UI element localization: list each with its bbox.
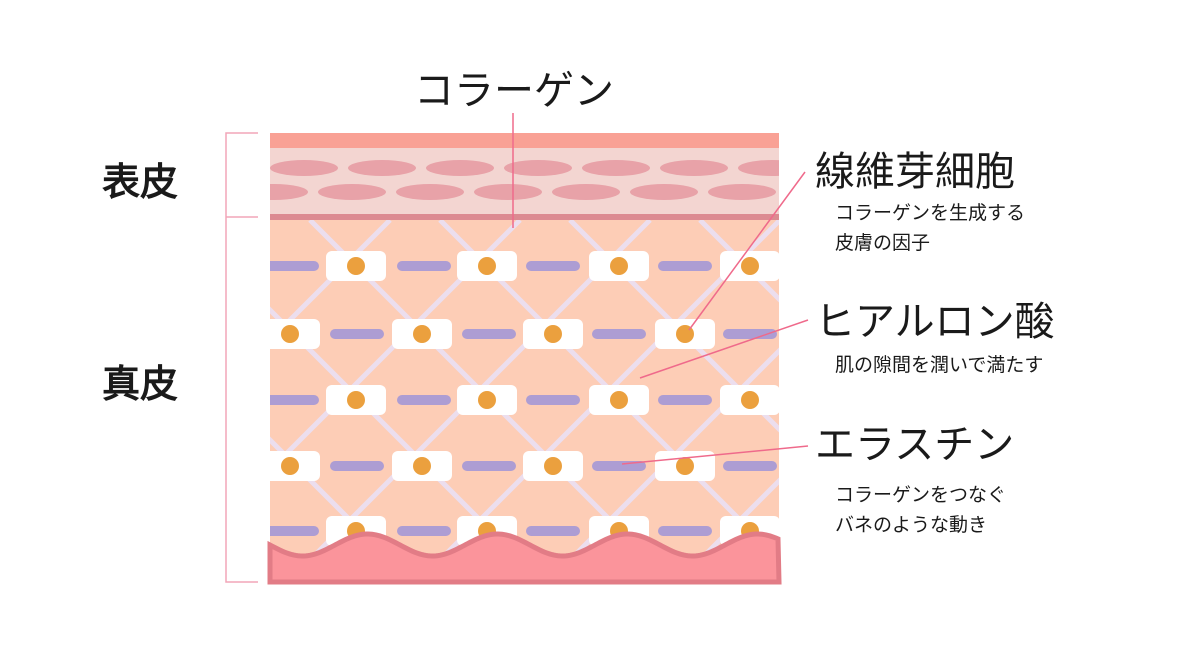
dermis-layer [270, 220, 779, 560]
elastin-leader [621, 445, 809, 465]
fibroblast-nucleus [544, 325, 562, 343]
layer-bracket [225, 132, 258, 583]
subcutis-layer [267, 531, 782, 585]
fibroblast-nucleus [610, 391, 628, 409]
elastin-fiber [462, 329, 516, 339]
leader-lines [512, 113, 809, 465]
elastin-title: エラスチン [815, 422, 1015, 468]
epidermis-cell [426, 160, 494, 176]
epidermis-cell [552, 184, 620, 200]
elastin-fibers [270, 261, 777, 536]
elastin-fiber [526, 261, 580, 271]
elastin-fiber [397, 261, 451, 271]
epidermis-cell [582, 160, 650, 176]
elastin-fiber [723, 329, 777, 339]
dermis-label: 真皮 [102, 362, 179, 406]
fibroblast-cells [270, 251, 779, 546]
epidermis-cell [630, 184, 698, 200]
epidermis-cell [396, 184, 464, 200]
fibroblast-nucleus [347, 257, 365, 275]
hyaluronic-title: ヒアルロン酸 [815, 299, 1055, 345]
elastin-desc: コラーゲンをつなぐ バネのような動き [835, 484, 1007, 536]
elastin-fiber [658, 395, 712, 405]
fibroblast-nucleus [741, 391, 759, 409]
elastin-fiber [270, 526, 319, 536]
elastin-fiber [330, 461, 384, 471]
subcutis-wave [267, 531, 782, 585]
epidermis-cells [270, 160, 779, 200]
elastin-fiber [397, 526, 451, 536]
hyaluronic-desc: 肌の隙間を潤いで満たす [835, 354, 1044, 376]
elastin-fiber [658, 261, 712, 271]
epidermis-label: 表皮 [102, 160, 179, 204]
fibroblast-title: 線維芽細胞 [815, 149, 1015, 195]
elastin-fiber [397, 395, 451, 405]
epidermis-cell [660, 160, 728, 176]
epidermis-cell [708, 184, 776, 200]
elastin-fiber [723, 461, 777, 471]
fibroblast-desc: コラーゲンを生成する 皮膚の因子 [835, 202, 1026, 254]
hyaluronic-leader [639, 319, 809, 379]
epidermis-body [270, 148, 779, 214]
fibroblast-nucleus [413, 325, 431, 343]
epidermis-cell [474, 184, 542, 200]
epidermis-cell [270, 160, 338, 176]
elastin-fiber [526, 395, 580, 405]
fibroblast-leader [688, 171, 806, 331]
epidermis-layer [270, 133, 779, 220]
fibroblast-nucleus [544, 457, 562, 475]
epidermis-cell [504, 160, 572, 176]
elastin-fiber [592, 329, 646, 339]
epidermis-cell [738, 160, 779, 176]
fibroblast-nucleus [676, 457, 694, 475]
fibroblast-nucleus [478, 391, 496, 409]
elastin-fiber [330, 329, 384, 339]
fibroblast-nucleus [413, 457, 431, 475]
epidermis-cell [348, 160, 416, 176]
epidermis-top-band [270, 133, 779, 148]
elastin-fiber [270, 395, 319, 405]
fibroblast-nucleus [610, 257, 628, 275]
collagen-fiber [698, 477, 779, 560]
elastin-fiber [658, 526, 712, 536]
epidermis-cell [318, 184, 386, 200]
fibroblast-nucleus [347, 391, 365, 409]
fibroblast-nucleus [281, 457, 299, 475]
collagen-title: コラーゲン [414, 68, 614, 114]
fibroblast-nucleus [478, 257, 496, 275]
basal-membrane [270, 214, 779, 220]
fibroblast-nucleus [741, 257, 759, 275]
collagen-fiber [270, 436, 392, 560]
elastin-fiber [526, 526, 580, 536]
fibroblast-nucleus [281, 325, 299, 343]
elastin-fiber [462, 461, 516, 471]
elastin-fiber [270, 261, 319, 271]
epidermis-cell [270, 184, 308, 200]
